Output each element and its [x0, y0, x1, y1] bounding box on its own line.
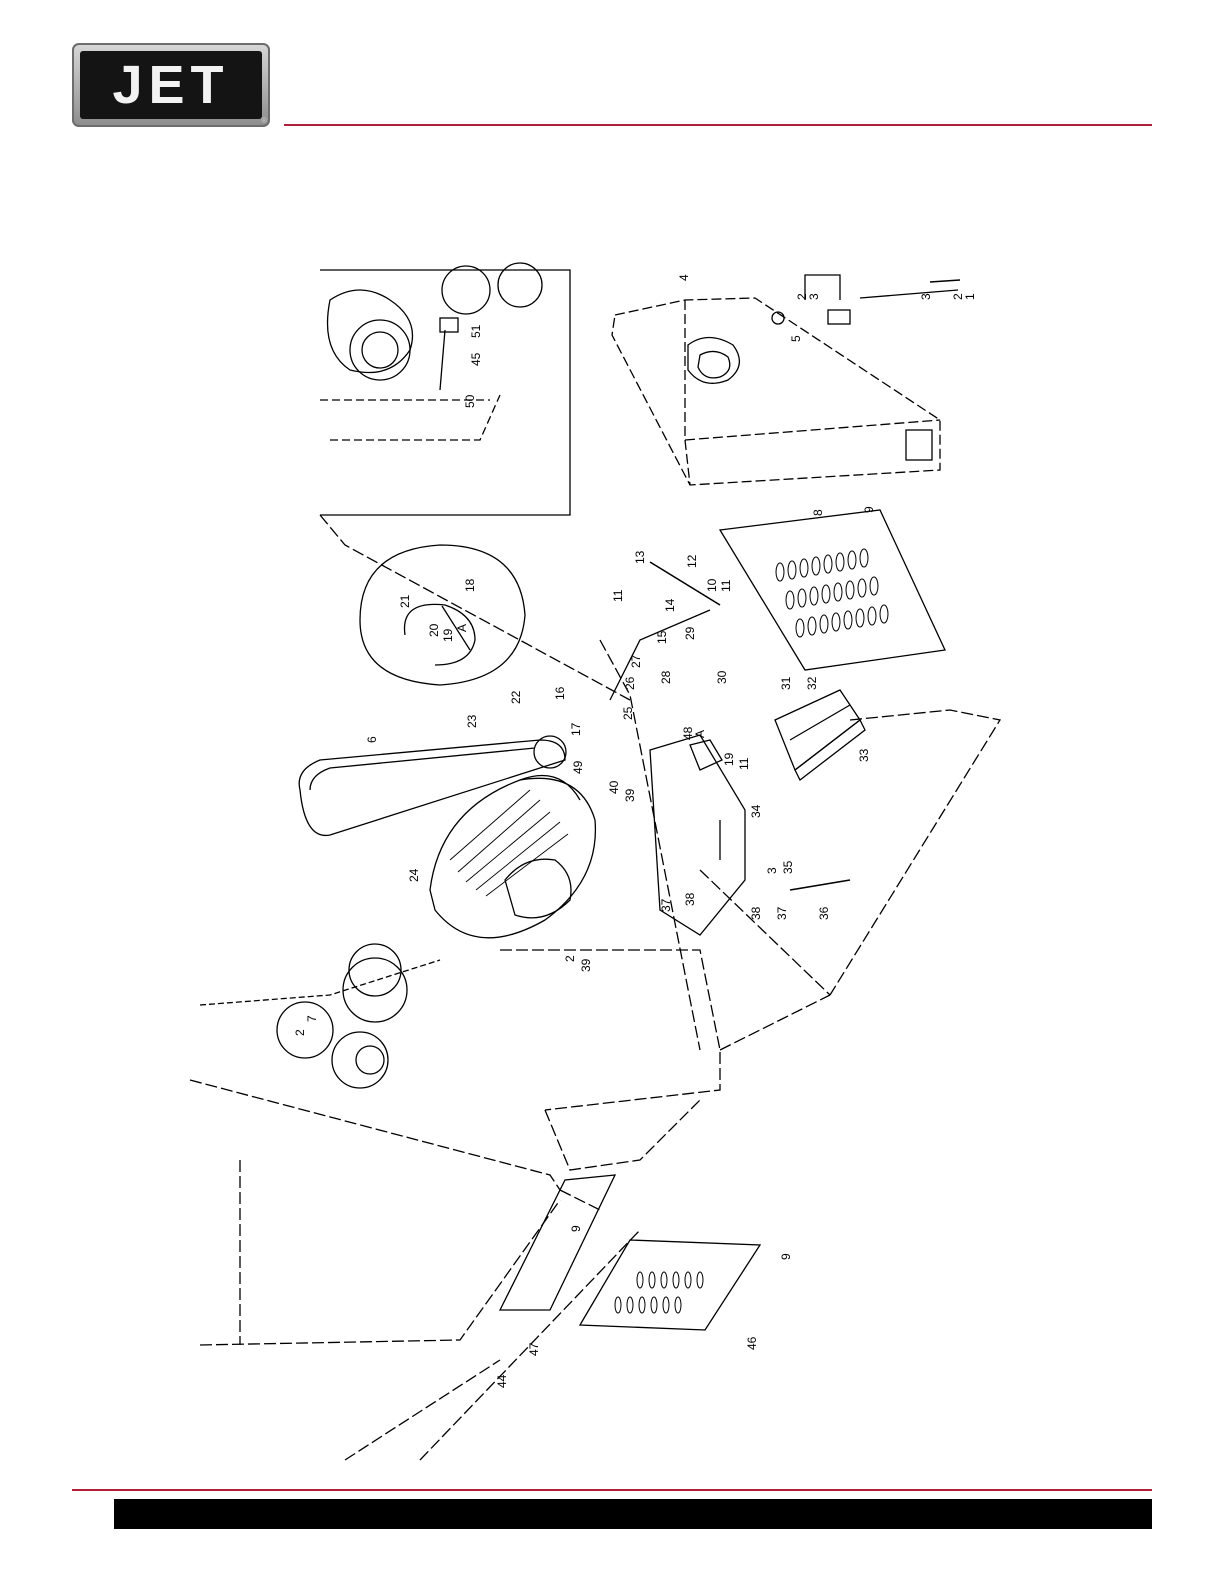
- callout-label: 4: [677, 274, 691, 281]
- lower-louvered-panel: [580, 1240, 760, 1330]
- callout-label: 12: [685, 554, 699, 568]
- callout-label: 35: [781, 860, 795, 874]
- callout-label: 9: [779, 1253, 793, 1260]
- bracket-plate: [500, 1175, 615, 1310]
- callout-label: 39: [623, 788, 637, 802]
- callout-label: 38: [749, 906, 763, 920]
- callout-label: 18: [463, 578, 477, 592]
- callout-label: 33: [857, 748, 871, 762]
- cylinder-assembly: [775, 690, 865, 780]
- gearbox-lower: [200, 944, 440, 1088]
- callout-label: 21: [398, 594, 412, 608]
- callout-label: 2: [293, 1029, 307, 1036]
- motor: [430, 776, 595, 938]
- callout-label: 11: [611, 589, 625, 602]
- inset-detail-frame: [320, 263, 570, 515]
- callout-label: 25: [621, 706, 635, 720]
- callout-label: 9: [862, 506, 876, 513]
- callout-label: 30: [715, 670, 729, 684]
- callout-label: 37: [775, 906, 789, 920]
- callout-label: 11: [737, 757, 751, 770]
- callout-label: 47: [527, 1342, 541, 1356]
- callout-label: 14: [663, 598, 677, 612]
- machine-frame: [190, 515, 1000, 1460]
- callout-label: 10: [705, 578, 719, 592]
- callout-label: 7: [305, 1015, 319, 1022]
- callout-label: 28: [659, 670, 673, 684]
- callout-label: 3: [765, 867, 779, 874]
- callout-label: 2: [951, 293, 965, 300]
- callout-label: 3: [807, 293, 821, 300]
- callout-labels: 1 2 3 2 3 4 5 50 45 51 8 9 11 13 12 10 1…: [293, 274, 977, 1388]
- callout-label: 45: [469, 352, 483, 366]
- rear-cover: [612, 275, 958, 485]
- v-belt: [299, 736, 566, 835]
- callout-label: 49: [571, 760, 585, 774]
- callout-label: 16: [553, 686, 567, 700]
- callout-label: 19: [441, 628, 455, 642]
- callout-label: 32: [805, 676, 819, 690]
- spring-and-bolts: [650, 280, 960, 890]
- callout-label: 11: [719, 579, 733, 592]
- callout-label: 8: [811, 509, 825, 516]
- callout-label: 9: [569, 1225, 583, 1232]
- callout-label: 26: [623, 676, 637, 690]
- callout-label: 51: [469, 324, 483, 338]
- callout-label: A: [455, 624, 469, 632]
- callout-label: 31: [779, 676, 793, 690]
- callout-label: 24: [407, 868, 421, 882]
- callout-label: 36: [817, 906, 831, 920]
- callout-label: 34: [749, 804, 763, 818]
- callout-label: 38: [683, 892, 697, 906]
- callout-label: 1: [963, 293, 977, 300]
- callout-label: 44: [495, 1374, 509, 1388]
- callout-label: 13: [633, 550, 647, 564]
- callout-label: 3: [919, 293, 933, 300]
- callout-label: 46: [745, 1336, 759, 1350]
- callout-label: 23: [465, 714, 479, 728]
- callout-label: 6: [365, 736, 379, 743]
- callout-label: 5: [789, 335, 803, 342]
- footer-bar: [114, 1499, 1152, 1529]
- callout-label: 29: [683, 626, 697, 640]
- callout-label: 2: [563, 955, 577, 962]
- callout-label: 19: [722, 752, 736, 766]
- upper-louvered-panel: [720, 510, 945, 670]
- callout-label: 40: [607, 780, 621, 794]
- callout-label: 37: [659, 898, 673, 912]
- footer-rule: [72, 1489, 1152, 1491]
- callout-label: 17: [569, 722, 583, 736]
- callout-label: 39: [579, 958, 593, 972]
- callout-label: 27: [629, 654, 643, 668]
- callout-label: A: [693, 730, 707, 738]
- callout-label: 20: [427, 623, 441, 637]
- callout-label: 50: [463, 394, 477, 408]
- callout-label: 15: [655, 630, 669, 644]
- callout-label: 22: [509, 690, 523, 704]
